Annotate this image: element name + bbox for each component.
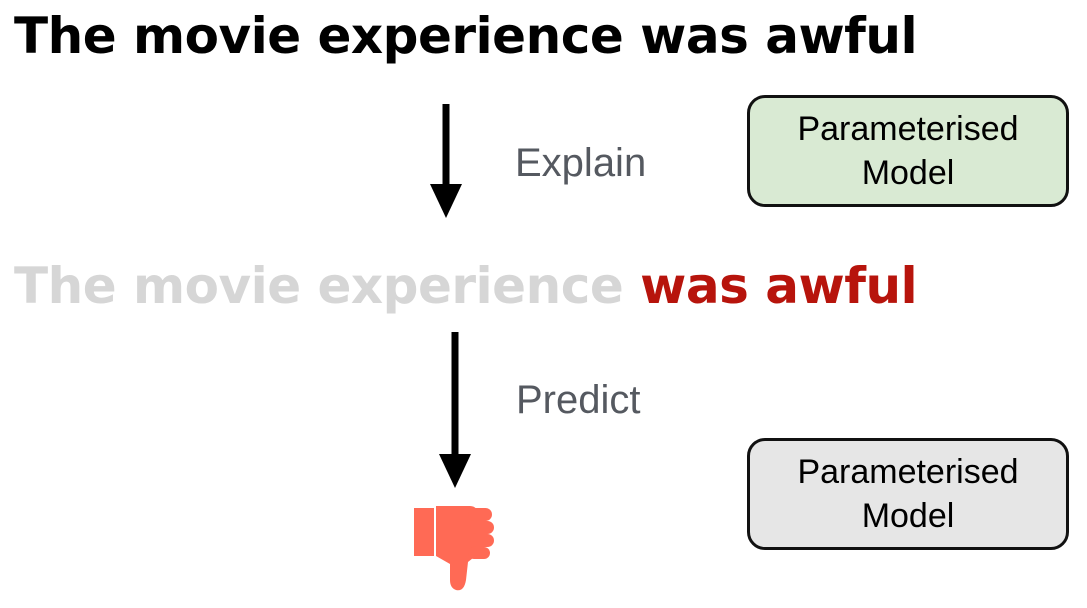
- predict-label: Predict: [516, 378, 641, 422]
- explain-arrow-icon: [430, 104, 462, 218]
- explained-sentence: The movie experience was awful: [14, 256, 918, 316]
- predict-arrow-icon: [439, 332, 471, 488]
- explain-model-box: Parameterised Model: [747, 95, 1069, 207]
- predict-model-line1: Parameterised: [797, 453, 1019, 491]
- explain-model-line1: Parameterised: [797, 110, 1019, 148]
- input-sentence: The movie experience was awful: [14, 7, 918, 65]
- explain-model-line2: Model: [861, 154, 955, 192]
- thumbs-down-icon: [414, 506, 494, 591]
- highlighted-words: was awful: [640, 257, 918, 315]
- predict-model-line2: Model: [861, 497, 955, 535]
- faded-words: The movie experience: [14, 257, 641, 315]
- predict-model-box: Parameterised Model: [747, 438, 1069, 550]
- explain-label: Explain: [515, 141, 647, 185]
